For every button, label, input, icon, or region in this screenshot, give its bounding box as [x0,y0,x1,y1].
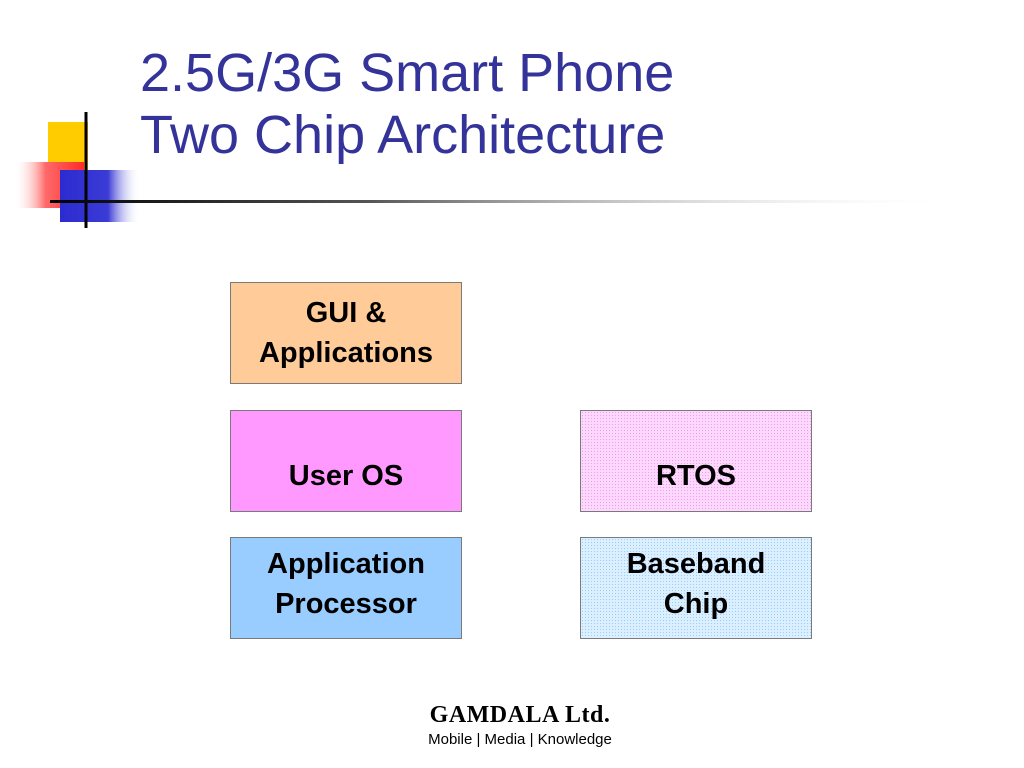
slide-title: 2.5G/3G Smart Phone Two Chip Architectur… [140,42,674,166]
rtos-label: RTOS [655,460,737,492]
application-processor-box: Application Processor [230,537,462,639]
app-processor-line-2: Processor [275,588,417,620]
title-line-2: Two Chip Architecture [140,105,666,165]
title-line-1: 2.5G/3G Smart Phone [140,43,675,103]
baseband-chip-box: Baseband Chip [580,537,812,639]
gui-line-1: GUI & [305,297,387,329]
baseband-line-2: Chip [663,588,729,620]
title-underline [50,200,960,203]
user-os-label: User OS [288,460,404,492]
company-tagline: Mobile | Media | Knowledge [428,731,612,748]
company-name: GAMDALA Ltd. [429,702,611,728]
baseband-line-1: Baseband [626,548,766,580]
gui-applications-box: GUI & Applications [230,282,462,384]
footer: GAMDALA Ltd. Mobile | Media | Knowledge [370,702,670,750]
gui-line-2: Applications [258,337,433,369]
corner-decoration [14,112,960,228]
blue-square [60,170,140,222]
app-processor-line-1: Application [267,548,425,580]
rtos-box: RTOS [580,410,812,512]
user-os-box: User OS [230,410,462,512]
